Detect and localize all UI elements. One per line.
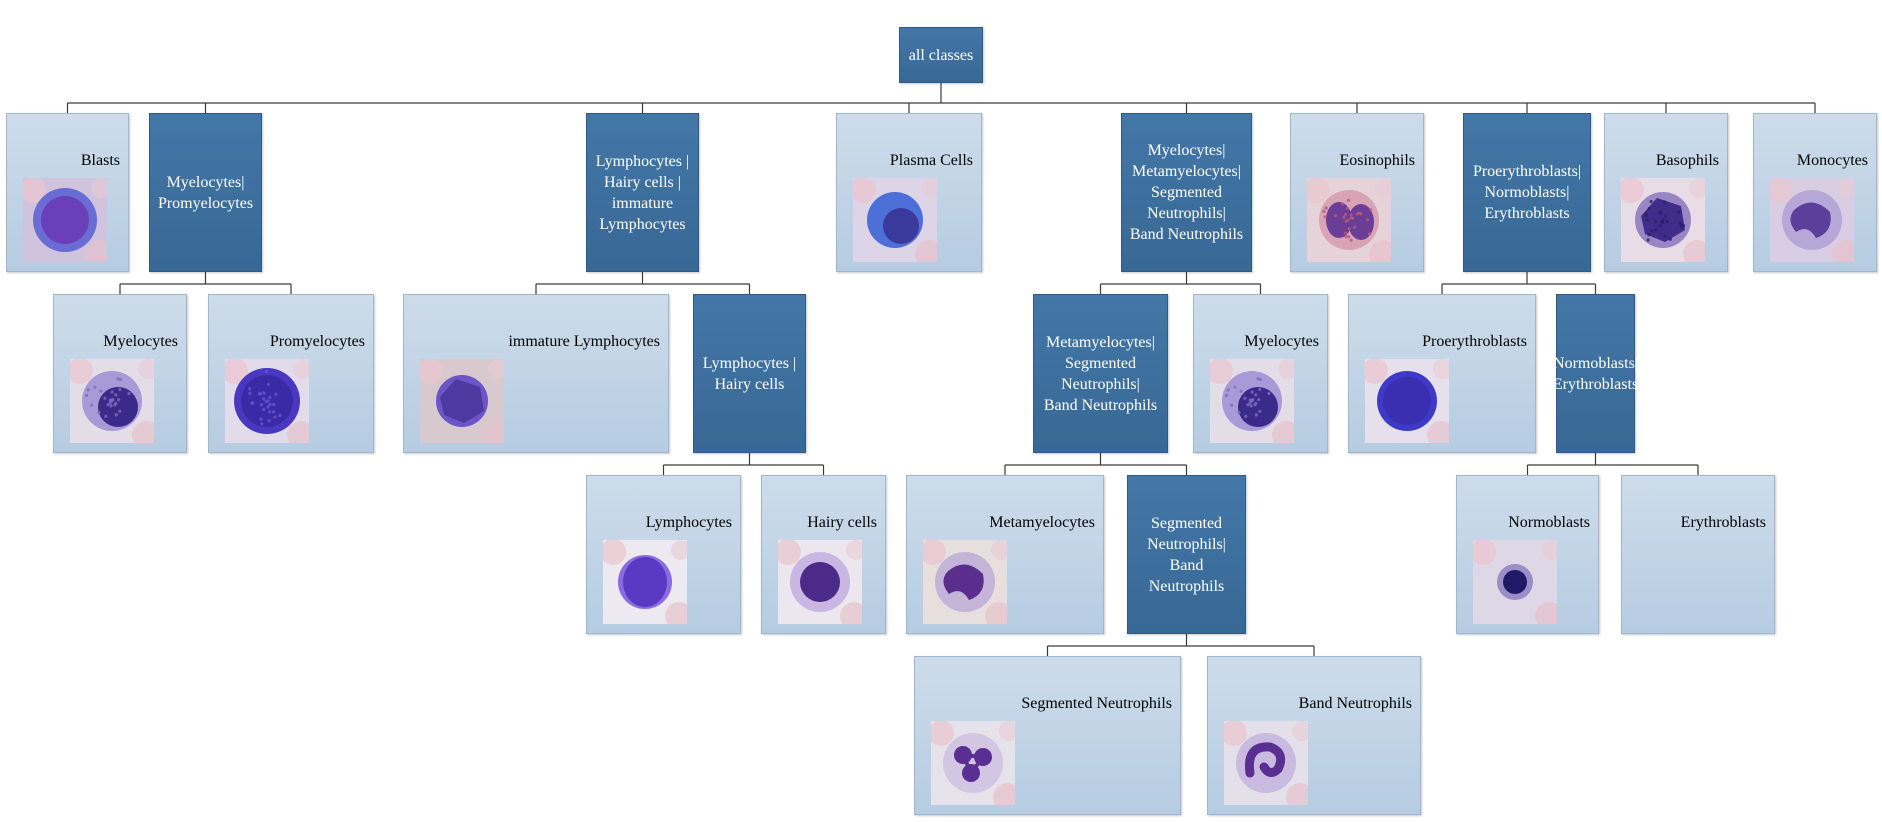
node-neutro-group: Myelocytes| Metamyelocytes| Segmented Ne… [1121, 113, 1252, 272]
node-label: Normoblasts [1508, 514, 1590, 531]
lymphocyte-micrograph-image [603, 540, 687, 624]
node-label: Band Neutrophils [1298, 695, 1412, 712]
node-label: Myelocytes [103, 333, 178, 350]
myelocyte-micrograph-image [1210, 359, 1294, 443]
hairy-cell-micrograph-image [778, 540, 862, 624]
node-band-neutro: Band Neutrophils [1207, 656, 1421, 815]
plasma-cell-micrograph-image [853, 178, 937, 262]
node-eosin: Eosinophils [1290, 113, 1424, 272]
immature-lymphocyte-micrograph-image [420, 359, 504, 443]
node-hairy: Hairy cells [761, 475, 886, 634]
myelocyte-micrograph-image [70, 359, 154, 443]
node-label: all classes [908, 46, 974, 64]
node-baso: Basophils [1604, 113, 1728, 272]
segmented-neutrophil-micrograph-image [931, 721, 1015, 805]
normoblast-micrograph-image [1473, 540, 1557, 624]
monocyte-micrograph-image [1770, 178, 1854, 262]
node-label: Lymphocytes [645, 514, 732, 531]
node-lympho-group: Lymphocytes | Hairy cells | immature Lym… [586, 113, 699, 272]
node-myelocytes1: Myelocytes [53, 294, 187, 453]
node-label: Hairy cells [807, 514, 877, 531]
basophil-micrograph-image [1621, 178, 1705, 262]
node-label: Monocytes [1796, 152, 1868, 169]
node-imm-lympho: immature Lymphocytes [403, 294, 669, 453]
node-label: Proerythroblasts [1422, 333, 1527, 350]
proerythroblast-micrograph-image [1365, 359, 1449, 443]
blast-cell-micrograph-image [23, 178, 107, 262]
node-label: Segmented Neutrophils [1021, 695, 1172, 712]
node-label: Promyelocytes [269, 333, 365, 350]
node-seg-neutro: Segmented Neutrophils [914, 656, 1181, 815]
node-label: Proerythroblasts| Normoblasts| Erythrobl… [1472, 163, 1582, 222]
node-all: all classes [899, 27, 983, 83]
metamyelocyte-micrograph-image [923, 540, 1007, 624]
node-myelo-pro: Myelocytes| Promyelocytes [149, 113, 262, 272]
node-label: Myelocytes| Metamyelocytes| Segmented Ne… [1129, 142, 1244, 243]
node-label: Lymphocytes | Hairy cells | immature Lym… [595, 152, 690, 233]
node-normoblasts: Normoblasts [1456, 475, 1599, 634]
node-label: Basophils [1655, 152, 1719, 169]
node-seg-band: Segmented Neutrophils| Band Neutrophils [1127, 475, 1246, 634]
node-plasma: Plasma Cells [836, 113, 982, 272]
node-label: Segmented Neutrophils| Band Neutrophils [1147, 514, 1226, 595]
node-lymphocytes: Lymphocytes [586, 475, 741, 634]
node-lympho-hairy: Lymphocytes | Hairy cells [693, 294, 806, 453]
node-label: Metamyelocytes [989, 514, 1095, 531]
node-erythroblasts: Erythroblasts [1621, 475, 1775, 634]
node-label: Lymphocytes | Hairy cells [702, 354, 797, 393]
node-label: Myelocytes [1244, 333, 1319, 350]
node-metamyelo: Metamyelocytes [906, 475, 1104, 634]
node-label: Myelocytes| Promyelocytes [157, 173, 254, 212]
node-label: immature Lymphocytes [508, 333, 660, 350]
node-normo-erythro: Normoblasts| Erythroblasts [1552, 294, 1639, 453]
node-label: Normoblasts| Erythroblasts [1552, 354, 1639, 393]
band-neutrophil-micrograph-image [1224, 721, 1308, 805]
node-label: Erythroblasts [1680, 514, 1766, 531]
node-label: Blasts [80, 152, 120, 169]
node-label: Eosinophils [1339, 152, 1415, 169]
node-label: Plasma Cells [889, 152, 973, 169]
node-promyelo: Promyelocytes [208, 294, 374, 453]
node-blasts: Blasts [6, 113, 129, 272]
node-myelocytes2: Myelocytes [1193, 294, 1328, 453]
node-label: Metamyelocytes| Segmented Neutrophils| B… [1043, 333, 1158, 414]
node-proerythro: Proerythroblasts [1348, 294, 1536, 453]
node-mono: Monocytes [1753, 113, 1877, 272]
node-erythro-group: Proerythroblasts| Normoblasts| Erythrobl… [1463, 113, 1591, 272]
eosinophil-micrograph-image [1307, 178, 1391, 262]
promyelocyte-micrograph-image [225, 359, 309, 443]
node-meta-seg-band: Metamyelocytes| Segmented Neutrophils| B… [1033, 294, 1168, 453]
